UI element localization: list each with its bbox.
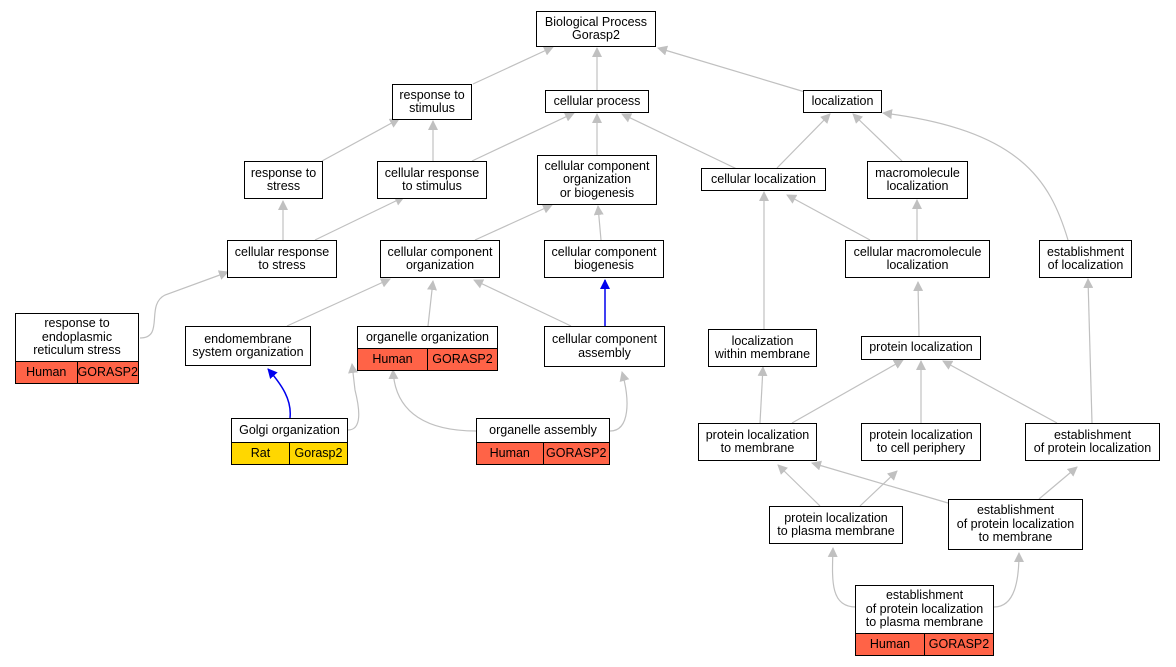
node-protein-localization-to-plasma-membrane[interactable]: protein localization to plasma membrane — [769, 506, 903, 544]
edge — [757, 366, 768, 424]
node-localization[interactable]: localization — [803, 90, 882, 113]
node-cellular-response-to-stress[interactable]: cellular response to stress — [227, 240, 337, 278]
edge — [882, 109, 1069, 241]
node-cellular-macromolecule-localization[interactable]: cellular macromolecule localization — [845, 240, 990, 278]
species-label: Human — [358, 349, 427, 370]
gene-label: GORASP2 — [924, 634, 993, 655]
edge — [791, 359, 904, 424]
edge — [321, 118, 400, 162]
edge — [621, 113, 740, 171]
gene-label: GORASP2 — [542, 443, 609, 464]
edge — [913, 281, 924, 337]
edge — [786, 194, 871, 241]
node-response-to-stress[interactable]: response to stress — [244, 161, 323, 199]
node-localization-within-membrane[interactable]: localization within membrane — [708, 329, 817, 367]
node-cellular-process[interactable]: cellular process — [545, 90, 649, 113]
edge — [609, 371, 630, 432]
node-endomembrane-system-organization[interactable]: endomembrane system organization — [185, 326, 311, 366]
node-cellular-localization[interactable]: cellular localization — [701, 168, 826, 191]
node-protein-localization-to-cell-periphery[interactable]: protein localization to cell periphery — [861, 423, 981, 461]
node-establishment-of-protein-localization[interactable]: establishment of protein localization — [1025, 423, 1160, 461]
edge — [1083, 278, 1094, 424]
edge — [777, 464, 821, 507]
edge — [776, 113, 831, 169]
node-establishment-of-protein-localization-to-membrane[interactable]: establishment of protein localization to… — [948, 499, 1083, 550]
node-cellular-component-biogenesis[interactable]: cellular component biogenesis — [544, 240, 664, 278]
node-cellular-response-to-stimulus[interactable]: cellular response to stimulus — [377, 161, 487, 199]
edge — [388, 369, 477, 432]
gene-label: GORASP2 — [76, 362, 138, 383]
gene-label: GORASP2 — [427, 349, 497, 370]
edge — [474, 204, 553, 241]
edge — [852, 113, 903, 162]
edge — [473, 279, 572, 327]
node-protein-localization-to-membrane[interactable]: protein localization to membrane — [698, 423, 817, 461]
species-label: Human — [856, 634, 924, 655]
species-label: Rat — [232, 443, 289, 464]
species-label: Human — [16, 362, 77, 383]
node-macromolecule-localization[interactable]: macromolecule localization — [867, 161, 968, 199]
node-protein-localization[interactable]: protein localization — [861, 336, 981, 360]
edge — [1038, 466, 1078, 500]
node-establishment-of-localization[interactable]: establishment of localization — [1039, 240, 1132, 278]
node-root[interactable]: Biological Process Gorasp2 — [536, 11, 656, 47]
highlight-edge — [267, 368, 291, 419]
node-cellular-component-organization[interactable]: cellular component organization — [380, 240, 500, 278]
edge — [472, 46, 554, 85]
edge — [593, 205, 604, 241]
edge — [471, 112, 575, 162]
node-cellular-component-assembly[interactable]: cellular component assembly — [544, 326, 665, 367]
edge — [139, 270, 229, 339]
edge — [942, 360, 1058, 424]
edge — [427, 280, 437, 327]
edge — [657, 45, 806, 93]
node-response-to-er-stress[interactable]: response to endoplasmic reticulum stress… — [15, 313, 139, 384]
node-cellular-component-organization-or-biogenesis[interactable]: cellular component organization or bioge… — [537, 155, 657, 205]
gene-label: Gorasp2 — [289, 443, 347, 464]
edge — [286, 278, 391, 327]
species-label: Human — [477, 443, 543, 464]
edge — [314, 196, 405, 241]
edge — [347, 363, 360, 431]
node-response-to-stimulus[interactable]: response to stimulus — [392, 84, 472, 120]
edge — [859, 470, 898, 507]
edge — [811, 460, 949, 504]
node-establishment-of-protein-localization-to-plasma-membrane[interactable]: establishment of protein localization to… — [855, 585, 994, 656]
edge — [827, 547, 857, 608]
edge — [993, 552, 1024, 608]
